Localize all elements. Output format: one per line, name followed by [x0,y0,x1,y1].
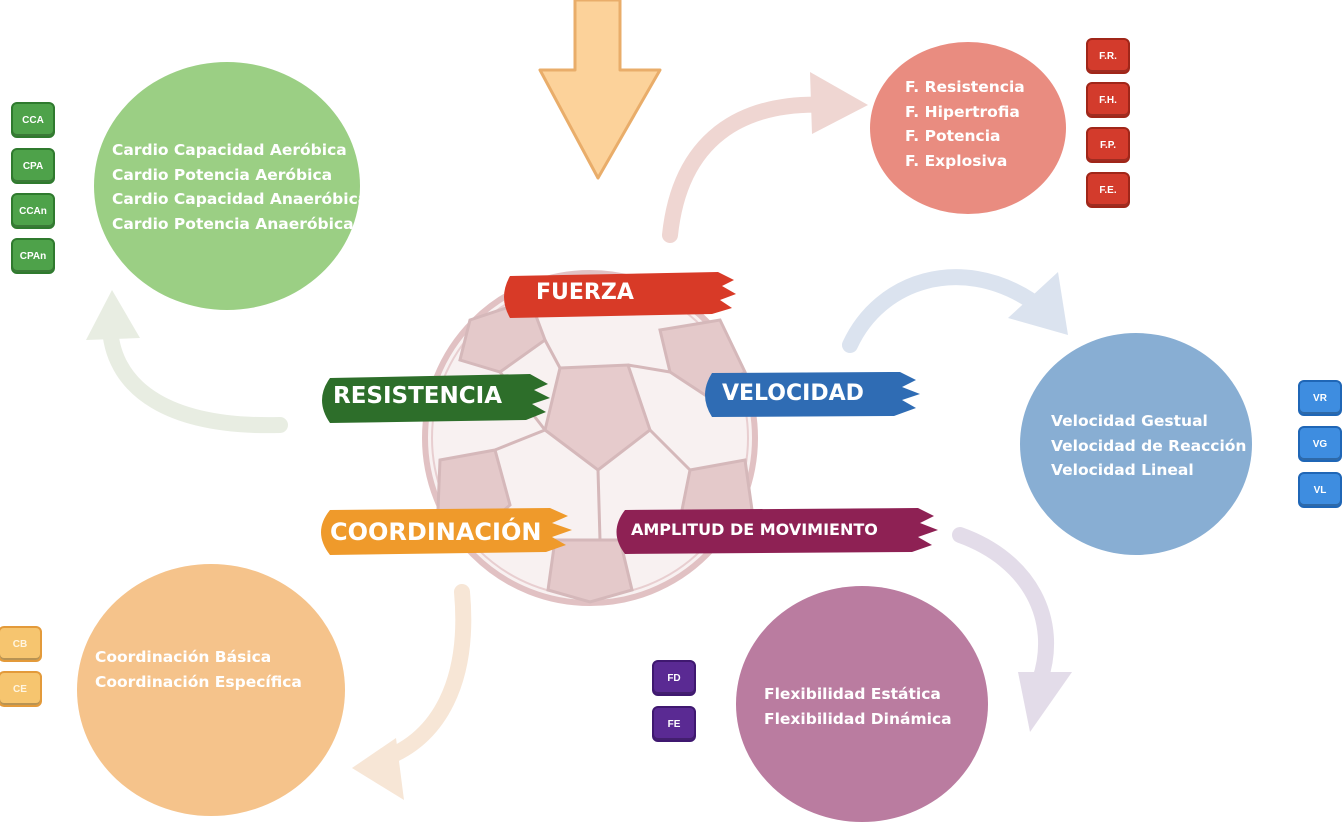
amplitud-label: AMPLITUD DE MOVIMIENTO [631,520,878,539]
badge-fp: F.P. [1086,127,1130,163]
badge-fe-flex: FE [652,706,696,742]
coordinacion-items: Coordinación Básica Coordinación Específ… [95,645,302,694]
resistencia-label: RESISTENCIA [333,383,502,409]
fuerza-item: F. Resistencia [905,78,1025,96]
coordinacion-item: Coordinación Específica [95,672,302,691]
amplitud-circle [736,586,988,822]
fuerza-label: FUERZA [536,280,634,305]
badge-fr: F.R. [1086,38,1130,74]
velocidad-item: Velocidad Lineal [1051,461,1194,479]
velocidad-items: Velocidad Gestual Velocidad de Reacción … [1051,409,1246,483]
fuerza-item: F. Hipertrofia [905,102,1020,121]
coordinacion-item: Coordinación Básica [95,648,272,666]
badge-vr: VR [1298,380,1342,416]
coordinacion-circle [77,564,345,816]
velocidad-circle [1020,333,1252,555]
fuerza-circle [870,42,1066,214]
badge-fe: F.E. [1086,172,1130,208]
amplitud-item: Flexibilidad Dinámica [764,709,952,728]
resistencia-circle [94,62,360,310]
badge-vg: VG [1298,426,1342,462]
resistencia-item: Cardio Potencia Aeróbica [112,165,333,184]
coordinacion-label: COORDINACIÓN [330,518,542,546]
badge-ce: CE [0,671,42,707]
resistencia-items: Cardio Capacidad Aeróbica Cardio Potenci… [112,138,368,236]
resistencia-item: Cardio Capacidad Aeróbica [112,141,347,159]
badge-vl: VL [1298,472,1342,508]
fuerza-item: F. Potencia [905,127,1001,145]
fuerza-items: F. Resistencia F. Hipertrofia F. Potenci… [905,75,1025,173]
amplitud-items: Flexibilidad Estática Flexibilidad Dinám… [764,682,952,731]
velocidad-label: VELOCIDAD [722,381,864,406]
badge-cb: CB [0,626,42,662]
down-arrow-icon [538,0,662,180]
badge-ccan: CCAn [11,193,55,229]
velocidad-item: Velocidad Gestual [1051,412,1208,430]
fuerza-item: F. Explosiva [905,151,1008,170]
badge-cpan: CPAn [11,238,55,274]
velocidad-item: Velocidad de Reacción [1051,436,1247,455]
badge-cca: CCA [11,102,55,138]
badge-fh: F.H. [1086,82,1130,118]
badge-fd: FD [652,660,696,696]
amplitud-item: Flexibilidad Estática [764,685,941,703]
resistencia-item: Cardio Capacidad Anaeróbica [112,190,369,208]
resistencia-item: Cardio Potencia Anaeróbica [112,214,354,233]
badge-cpa: CPA [11,148,55,184]
